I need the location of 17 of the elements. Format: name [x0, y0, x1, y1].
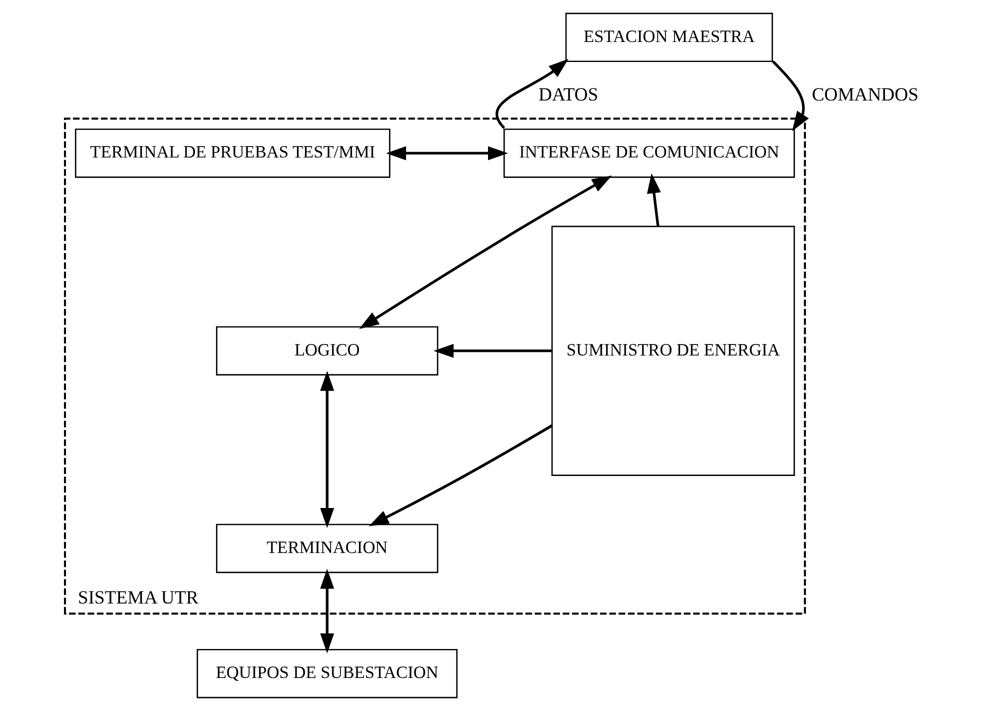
edge-label: COMANDOS: [811, 84, 918, 106]
node-box: TERMINAL DE PRUEBAS TEST/MMI: [74, 128, 390, 178]
node-box: ESTACION MAESTRA: [564, 12, 772, 62]
arrow: [433, 344, 552, 358]
arrow: [320, 370, 334, 528]
arrow: [358, 175, 612, 330]
arrow: [772, 60, 808, 132]
node-box: TERMINACION: [216, 524, 438, 574]
arrow: [320, 568, 334, 654]
node-box: LOGICO: [216, 326, 438, 376]
node-box: EQUIPOS DE SUBESTACION: [196, 648, 458, 698]
arrow: [368, 424, 552, 526]
arrow: [386, 146, 508, 160]
edge-label: DATOS: [538, 84, 598, 106]
node-box: SUMINISTRO DE ENERGIA: [550, 226, 794, 476]
arrow: [646, 173, 660, 226]
node-box: INTERFASE DE COMUNICACION: [502, 128, 794, 178]
